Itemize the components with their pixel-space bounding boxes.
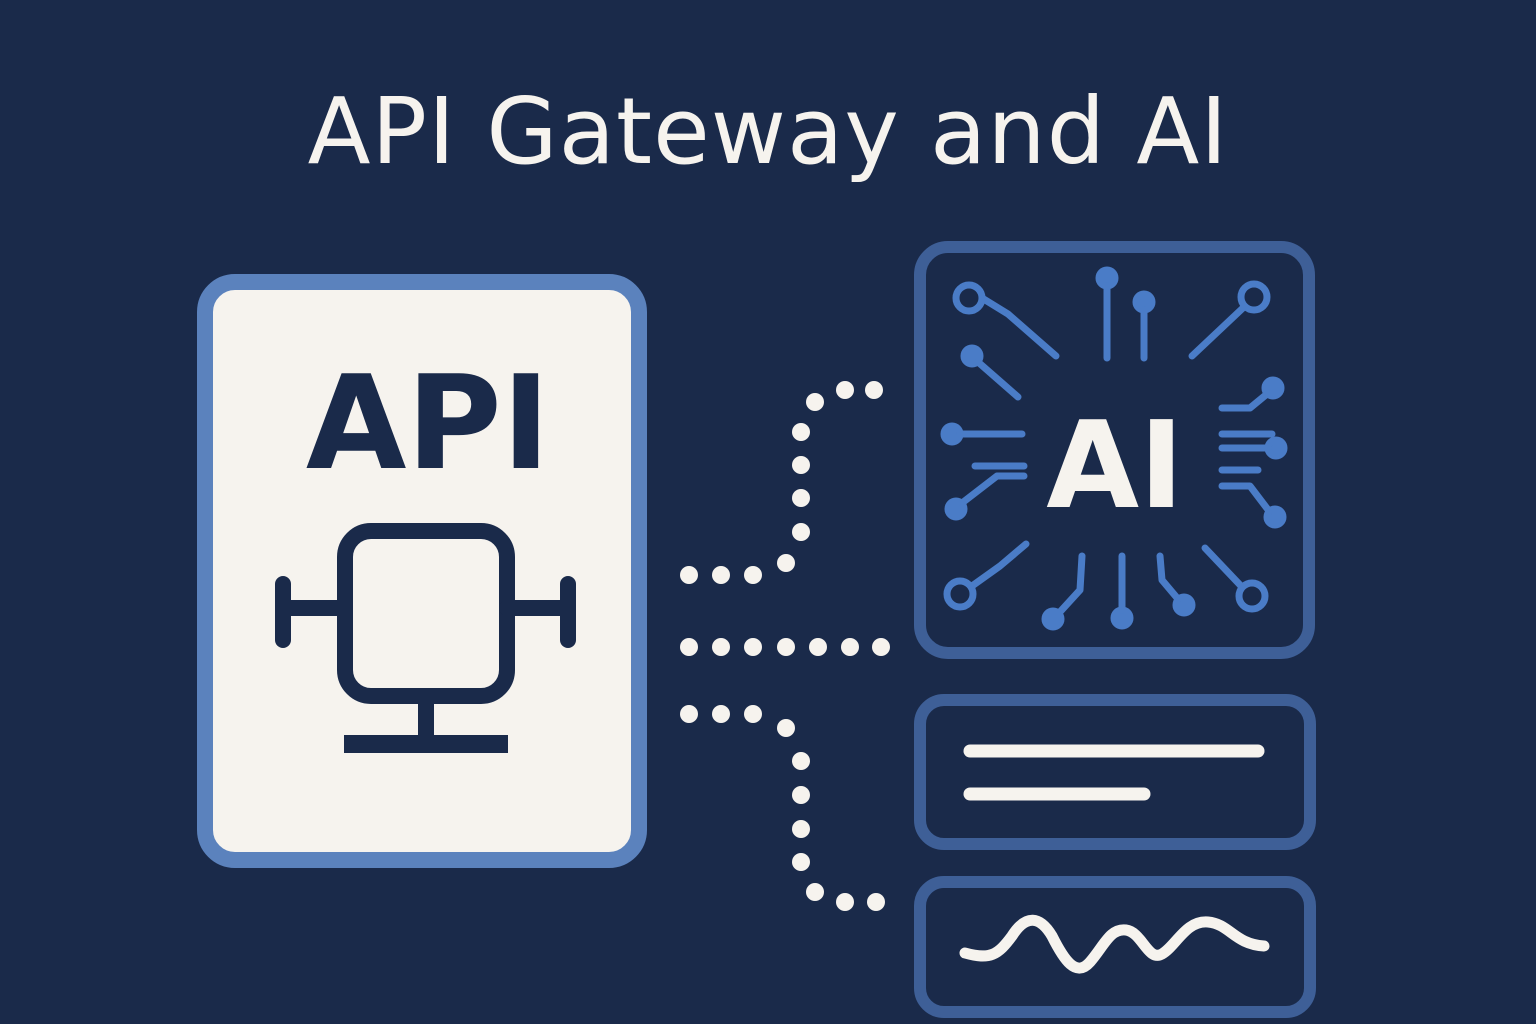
connector-dot	[792, 786, 810, 804]
connector-dot	[680, 705, 698, 723]
connector-dot	[777, 638, 795, 656]
connector-dot	[744, 638, 762, 656]
connector-dot	[792, 423, 810, 441]
text-lines-icon	[963, 744, 1265, 801]
connector-dots	[680, 381, 890, 911]
circuit-chip-icon	[940, 266, 1288, 631]
connector-dot	[744, 566, 762, 584]
connector-dot	[806, 883, 824, 901]
ai-card: AI	[914, 241, 1315, 659]
connector-dot	[792, 456, 810, 474]
connector-dot	[744, 705, 762, 723]
connector-dot	[777, 719, 795, 737]
connector-dot	[841, 638, 859, 656]
diagram-title: API Gateway and AI	[307, 78, 1229, 185]
connector-dot	[806, 393, 824, 411]
gateway-device-icon	[275, 523, 576, 753]
connector-dot	[792, 523, 810, 541]
connector-dot	[712, 705, 730, 723]
connector-dot	[712, 638, 730, 656]
connector-dot	[792, 820, 810, 838]
connector-dot	[836, 893, 854, 911]
connector-dot	[792, 752, 810, 770]
connector-dot	[836, 381, 854, 399]
text-card	[914, 694, 1316, 850]
connector-dot	[680, 566, 698, 584]
api-label: API	[306, 347, 550, 499]
api-card: API	[197, 274, 647, 868]
connector-dot	[777, 554, 795, 572]
connector-dot	[792, 853, 810, 871]
wave-card	[914, 876, 1316, 1018]
connector-dot	[680, 638, 698, 656]
waveform-icon	[959, 914, 1270, 974]
connector-dot	[792, 489, 810, 507]
connector-dot	[872, 638, 890, 656]
connector-dot	[809, 638, 827, 656]
connector-dot	[865, 381, 883, 399]
connector-dot	[712, 566, 730, 584]
connector-dot	[867, 893, 885, 911]
ai-label: AI	[1046, 397, 1184, 536]
